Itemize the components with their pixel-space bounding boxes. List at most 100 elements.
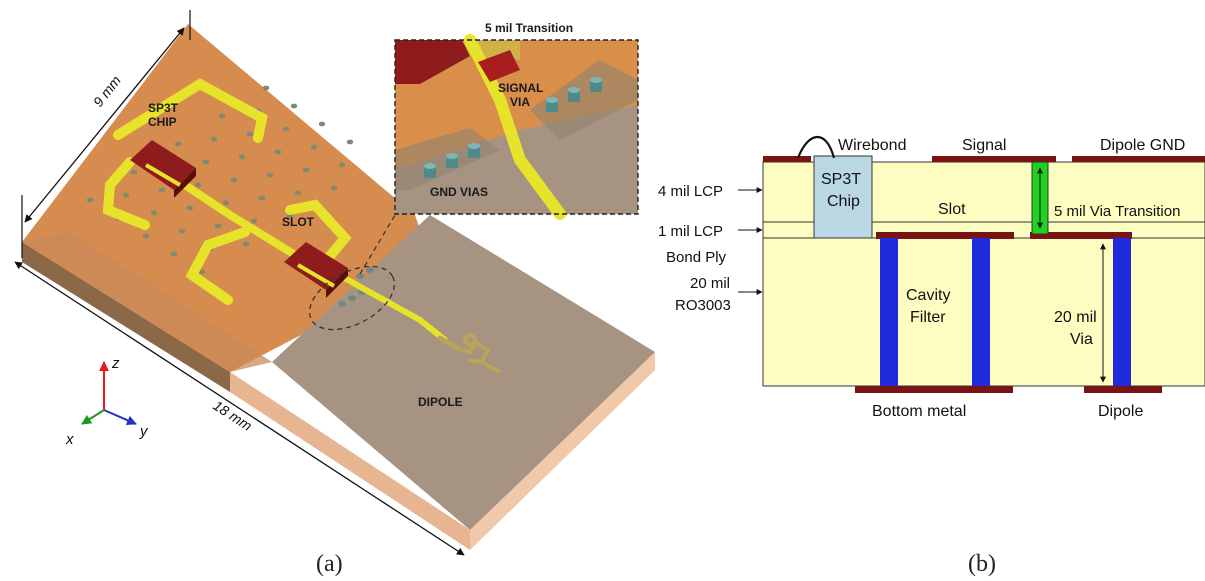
ground-via	[302, 167, 310, 173]
bottom-metal-dipole	[1084, 386, 1162, 393]
ground-via	[210, 136, 218, 142]
ground-via	[86, 197, 94, 203]
inset-via-top	[446, 153, 458, 159]
ground-via	[290, 103, 298, 109]
ground-via	[266, 172, 274, 178]
ground-via	[230, 177, 238, 183]
ground-via	[218, 113, 226, 119]
ground-via	[318, 121, 326, 127]
label-wirebond: Wirebond	[838, 137, 906, 154]
inset-gnd-vias-label: GND VIAS	[430, 185, 488, 199]
wirebond-wire	[796, 135, 836, 159]
ground-via	[294, 190, 302, 196]
inset-via-top	[590, 77, 602, 83]
dim-9mm-arrow	[24, 27, 185, 223]
inset-via-body	[468, 146, 480, 158]
label-4mil-lcp: 4 mil LCP	[658, 183, 723, 200]
inset-via-top	[468, 143, 480, 149]
inset-gnd-vias	[424, 77, 602, 178]
label-1mil-lcp: 1 mil LCP	[658, 223, 723, 240]
ground-via	[282, 126, 290, 132]
cavity-via-left	[880, 238, 898, 386]
panel-b: Wirebond Signal Dipole GND 4 mil LCP 1 m…	[658, 135, 1205, 577]
axis-y-label: y	[139, 423, 149, 440]
ground-via	[346, 139, 354, 145]
transition-via	[338, 301, 346, 307]
ground-via	[174, 141, 182, 147]
label-20mil: 20 mil	[690, 275, 730, 292]
sp3t-chip-label-line1: SP3T	[148, 101, 179, 115]
transition-via	[348, 295, 356, 301]
ground-via	[338, 162, 346, 168]
ground-via	[238, 154, 246, 160]
top-metal-wirebond-pad	[763, 156, 811, 162]
trace-center-feed	[166, 171, 304, 262]
label-dipole-gnd: Dipole GND	[1100, 137, 1185, 154]
inset-via-top	[424, 163, 436, 169]
trace-right-arm	[285, 199, 352, 273]
transition-inset: 5 mil Transition SIGNAL VIA GND VIAS	[394, 21, 639, 220]
label-chip-line1: SP3T	[821, 171, 861, 188]
mid-metal-1	[876, 232, 976, 239]
sp3t-chip-label-line2: CHIP	[148, 115, 177, 129]
dim-9mm-label: 9 mm	[90, 72, 124, 110]
inset-title: 5 mil Transition	[485, 21, 573, 35]
ground-via	[186, 205, 194, 211]
caption-b: (b)	[968, 551, 996, 577]
label-5mil-via: 5 mil Via Transition	[1054, 203, 1180, 220]
ground-via	[242, 241, 250, 247]
ground-via	[310, 144, 318, 150]
transition-via	[366, 267, 374, 273]
label-20mil-via-line1: 20 mil	[1054, 309, 1097, 326]
ground-via	[122, 192, 130, 198]
ground-via	[262, 85, 270, 91]
label-filter: Filter	[910, 309, 946, 326]
ground-via	[250, 218, 258, 224]
top-metal-dipole-gnd	[1072, 156, 1205, 162]
cavity-via-right	[972, 238, 990, 386]
inset-signal-label-line1: SIGNAL	[498, 81, 543, 95]
inset-via-body	[590, 80, 602, 92]
inset-frame	[394, 39, 639, 215]
ground-via	[170, 251, 178, 257]
ground-via	[130, 169, 138, 175]
ground-via	[150, 210, 158, 216]
ground-via	[222, 200, 230, 206]
inset-via-body	[546, 100, 558, 112]
caption-a: (a)	[316, 551, 343, 577]
inset-via-top	[568, 87, 580, 93]
inset-via-body	[568, 90, 580, 102]
board-side-right	[470, 352, 655, 550]
inset-via-top	[546, 97, 558, 103]
label-cavity: Cavity	[906, 287, 950, 304]
label-slot: Slot	[938, 201, 966, 218]
ground-via	[158, 187, 166, 193]
axis-x-label: x	[65, 431, 74, 448]
ground-via	[258, 195, 266, 201]
ground-via	[202, 159, 210, 165]
mid-metal-3	[1030, 232, 1132, 239]
mid-metal-2	[962, 232, 1014, 239]
ground-via	[194, 182, 202, 188]
dipole-label: DIPOLE	[418, 395, 463, 409]
axis-z-label: z	[111, 355, 120, 372]
ground-via	[274, 149, 282, 155]
label-signal: Signal	[962, 137, 1006, 154]
bottom-metal	[855, 386, 1013, 393]
ground-via	[246, 131, 254, 137]
dim-18mm-arrow	[14, 261, 465, 556]
label-ro3003: RO3003	[675, 297, 731, 314]
dipole-antenna	[454, 333, 501, 374]
top-metal-signal	[932, 156, 1056, 162]
slot-label: SLOT	[282, 215, 315, 229]
label-bond-ply: Bond Ply	[666, 249, 727, 266]
label-chip-line2: Chip	[827, 193, 860, 210]
sp3t-chip-box	[813, 155, 873, 239]
label-20mil-via-line2: Via	[1070, 331, 1093, 348]
axis-triad: z y x	[65, 355, 149, 448]
inset-via-body	[446, 156, 458, 168]
panel-a: 9 mm 18 mm SP3T CHIP SLOT DIPOLE z y x 5…	[14, 10, 655, 577]
ground-via	[330, 185, 338, 191]
ground-via	[142, 233, 150, 239]
